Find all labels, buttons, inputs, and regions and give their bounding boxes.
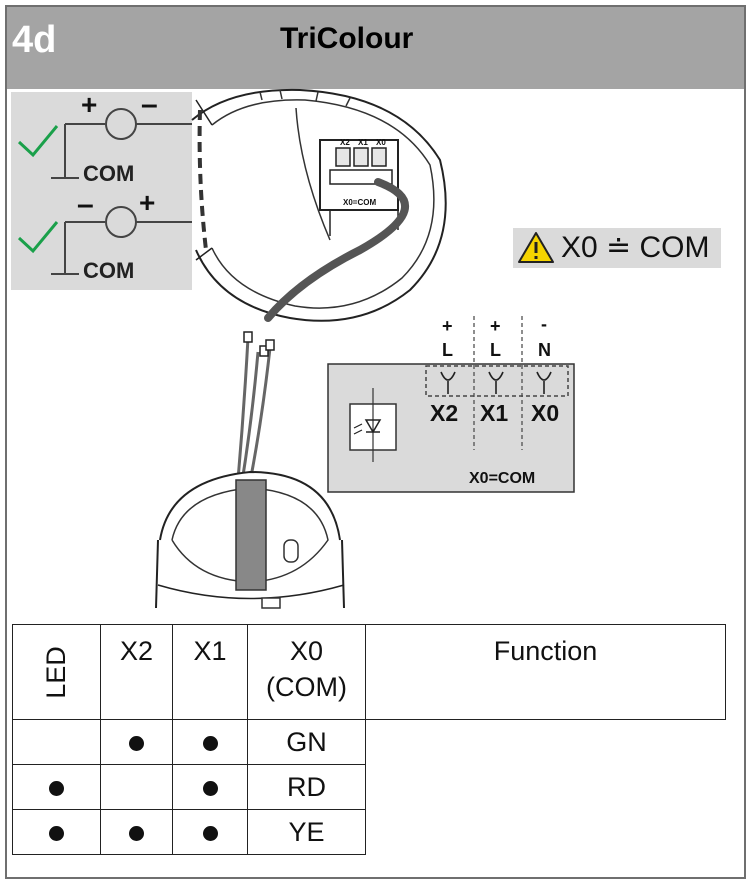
housing-terminal-x0: X0 (376, 138, 386, 147)
svg-text:–: – (141, 92, 158, 121)
cable-upper (264, 178, 409, 322)
cell-x0 (172, 809, 248, 855)
cell-x2 (12, 719, 101, 765)
schematic-terminal-x1: X1 (480, 400, 509, 426)
active-dot-icon (202, 780, 218, 796)
step-number: 4d (12, 19, 57, 61)
page-frame (5, 5, 746, 879)
header-x1: X1 (172, 624, 248, 720)
housing-terminal-x2: X2 (340, 138, 350, 147)
polarity-x1: + (490, 316, 501, 336)
header-x2: X2 (100, 624, 173, 720)
check-icon-2 (17, 221, 59, 254)
led-row-label: LED (41, 645, 71, 699)
cable-lower (235, 479, 267, 591)
led-row-label-cell: LED (12, 624, 101, 720)
table-row: YE (12, 809, 726, 855)
header-x0: X0 (COM) (247, 624, 366, 720)
cell-x0 (172, 719, 248, 765)
active-dot-icon (202, 825, 218, 841)
cell-function: GN (247, 719, 366, 765)
housing-label: X0=COM (343, 198, 376, 207)
schematic-com-label: X0=COM (469, 470, 536, 487)
active-dot-icon (129, 735, 144, 751)
active-dot-icon (202, 735, 218, 751)
check-icon (17, 125, 59, 158)
svg-text:+: + (139, 187, 155, 218)
table-row: GN (12, 719, 726, 765)
line-x1: L (490, 340, 501, 360)
page-title: TriColour (280, 22, 414, 55)
svg-text:–: – (77, 188, 94, 221)
svg-text:+: + (81, 92, 97, 120)
cell-x0 (172, 764, 248, 810)
warning-note: X0 ≐ COM (513, 228, 721, 268)
housing-terminal-x1: X1 (358, 138, 368, 147)
com-label-top: COM (83, 161, 135, 186)
active-dot-icon (49, 825, 64, 841)
cell-x2 (12, 764, 101, 810)
active-dot-icon (49, 780, 64, 796)
warning-icon (518, 232, 554, 263)
polarity-x2: + (442, 316, 453, 336)
cell-x1 (100, 764, 173, 810)
cell-x1 (100, 809, 173, 855)
cell-function: RD (247, 764, 366, 810)
warning-text: X0 ≐ COM (561, 231, 710, 264)
cell-function: YE (247, 809, 366, 855)
schematic-terminal-x0: X0 (531, 400, 560, 426)
table-row: RD (12, 764, 726, 810)
header-bar: 4d TriColour (7, 7, 744, 89)
line-x2: L (442, 340, 453, 360)
schematic-terminal-x2: X2 (430, 400, 459, 426)
cell-x2 (12, 809, 101, 855)
active-dot-icon (129, 825, 144, 841)
polarity-x0: - (541, 314, 547, 334)
device-illustration: X2 X1 X0 X0=COM (155, 88, 575, 609)
cell-x1 (100, 719, 173, 765)
polarity-legend-drawing: + – – + (17, 92, 192, 275)
line-x0: N (538, 340, 551, 360)
header-function: Function (365, 624, 726, 720)
com-label-bottom: COM (83, 258, 135, 283)
table-header-row: LED X2 X1 X0 (COM) Function (12, 624, 726, 720)
polarity-legend: + – – + COM COM (11, 92, 192, 290)
